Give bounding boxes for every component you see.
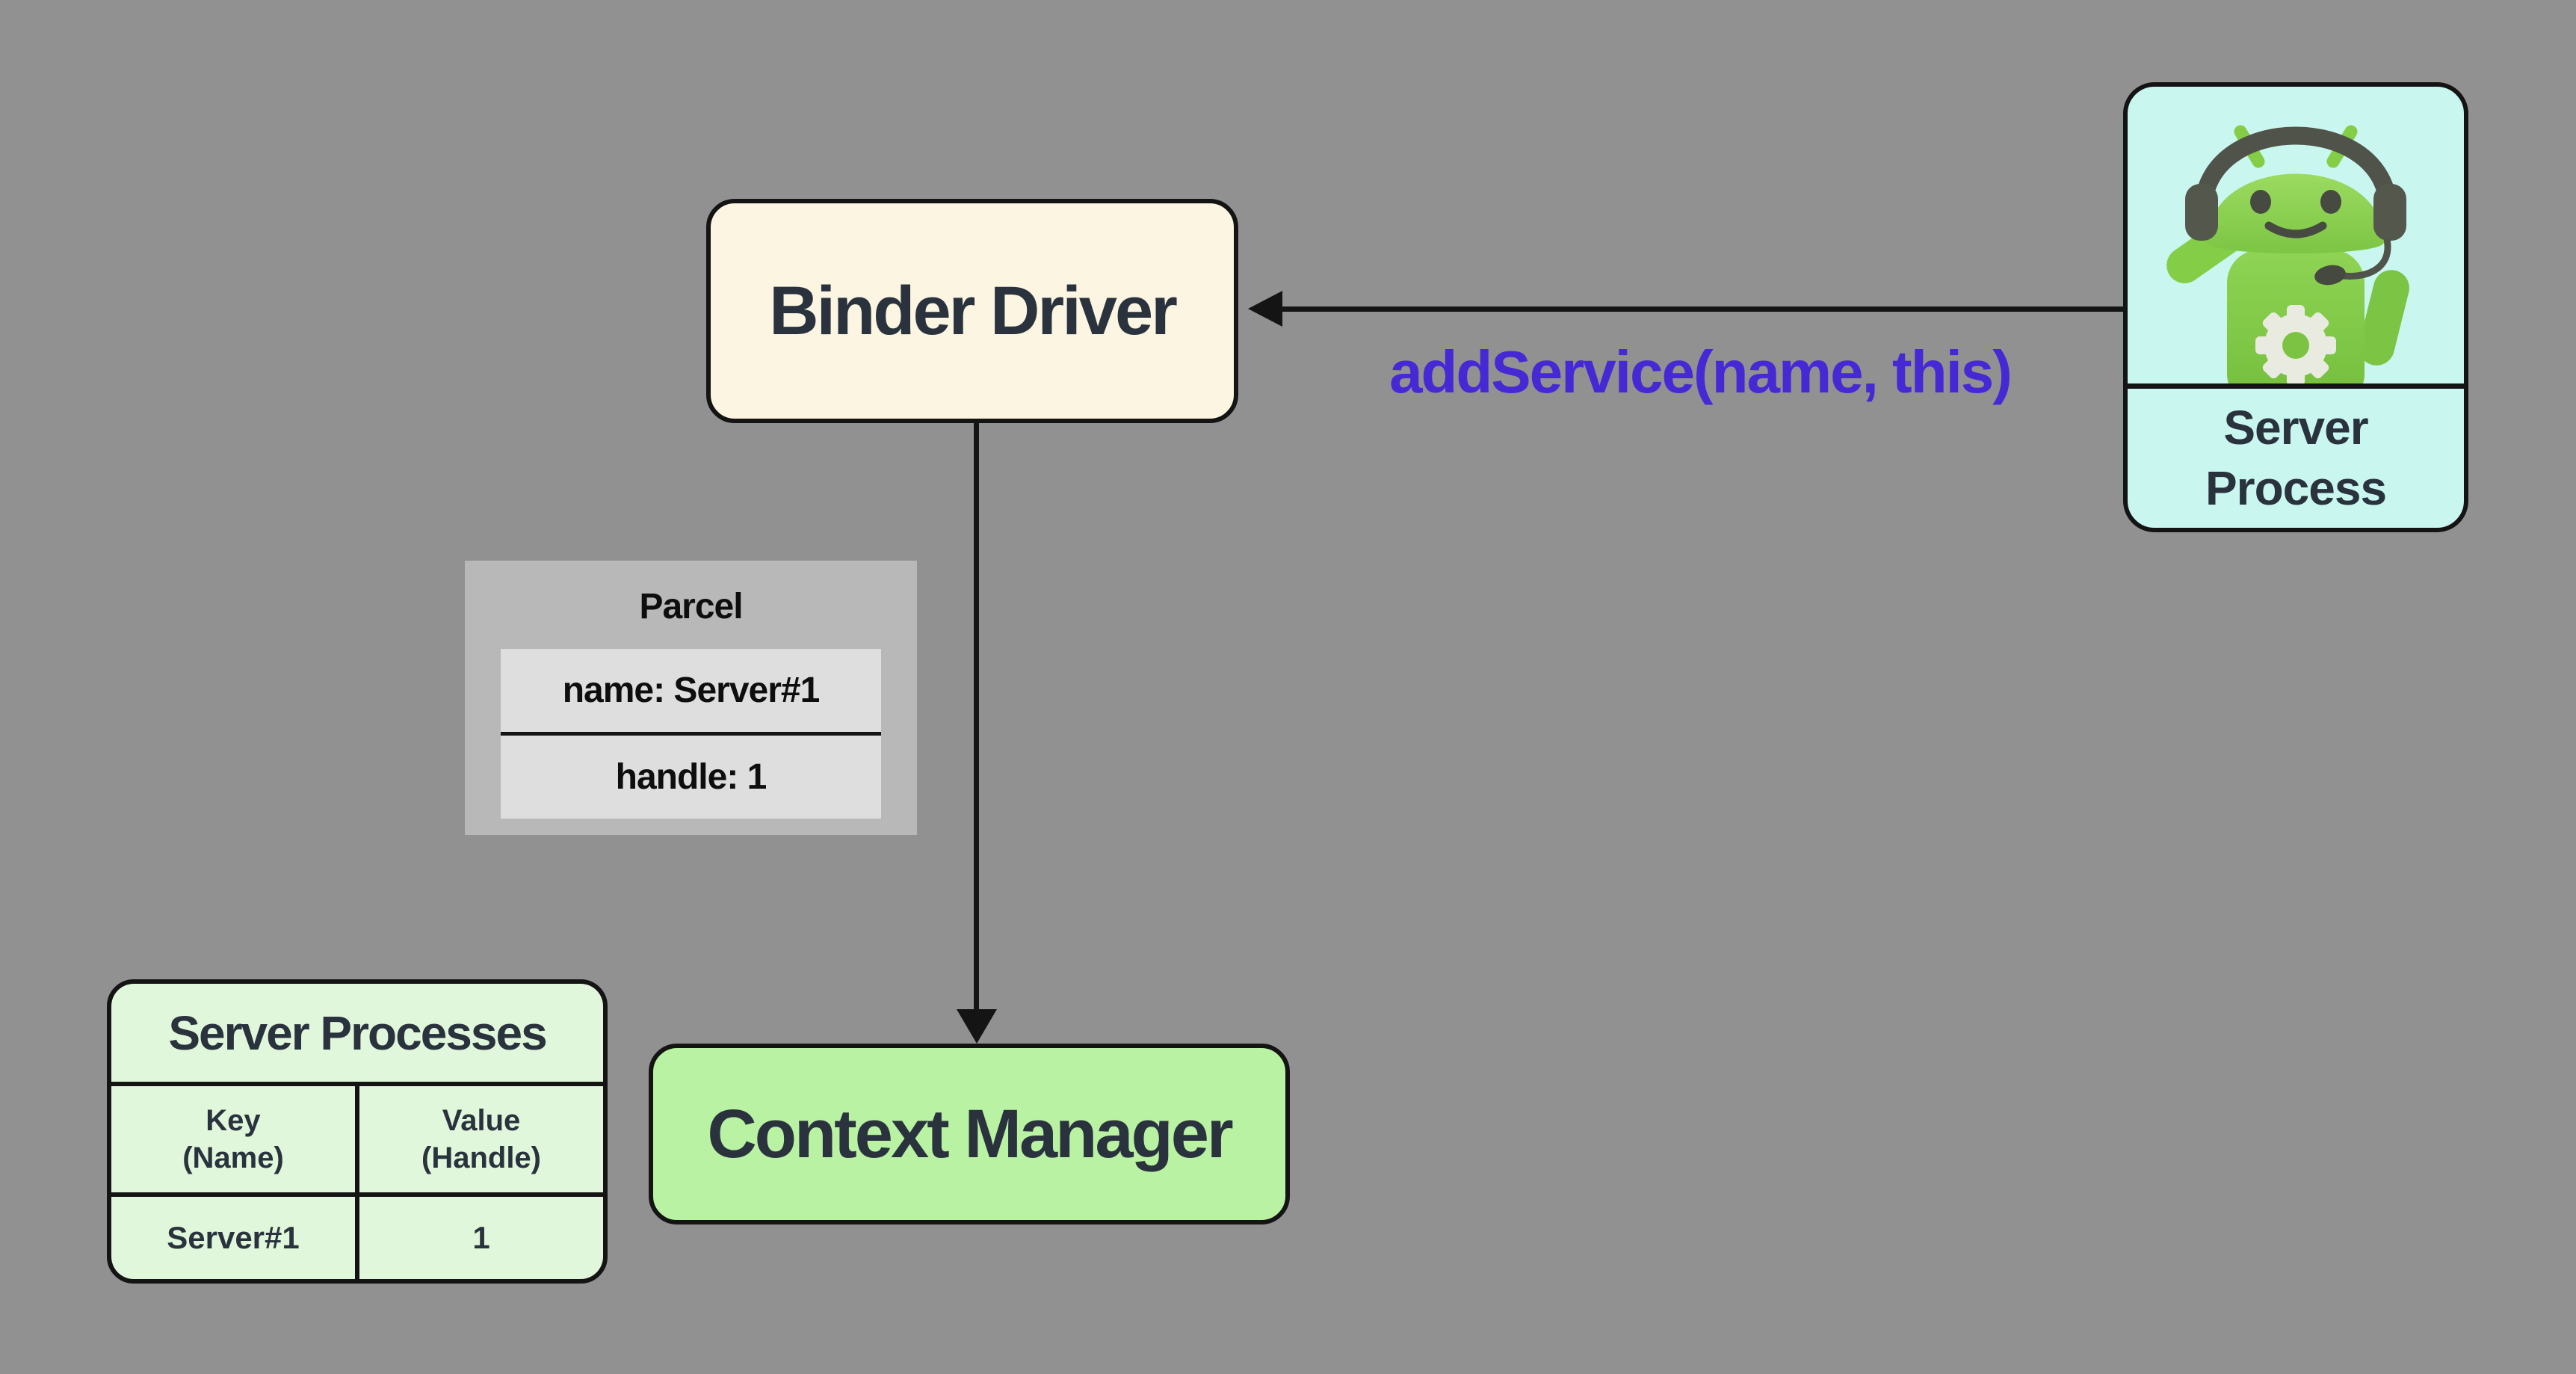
table-cell-key: Server#1: [111, 1197, 355, 1279]
binder-driver-label: Binder Driver: [769, 272, 1178, 349]
server-processes-table: Server Processes Key (Name) Value (Handl…: [107, 979, 608, 1284]
add-service-arrowhead-icon: [1248, 291, 1282, 327]
parcel-field-name: name: Server#1: [562, 671, 821, 710]
add-service-call-label: addService(name, this): [1389, 339, 2013, 405]
driver-to-context-arrow-line: [974, 423, 979, 1014]
add-service-arrow-line: [1278, 306, 2123, 312]
server-processes-table-title: Server Processes: [111, 984, 603, 1082]
parcel-title: Parcel: [639, 587, 743, 626]
parcel-panel: Parcel name: Server#1 handle: 1: [465, 561, 917, 835]
table-header-value-handle: Value (Handle): [359, 1086, 603, 1192]
server-process-label: Server Process: [2205, 401, 2387, 515]
parcel-field-handle: handle: 1: [501, 732, 881, 819]
server-process-divider: [2128, 383, 2464, 389]
server-process-node: Server Process: [2123, 82, 2468, 532]
parcel-fields-box: name: Server#1 handle: 1: [501, 649, 881, 819]
android-mascot-headset-icon: [2128, 87, 2464, 383]
table-cell-value: 1: [359, 1197, 603, 1279]
context-manager-label: Context Manager: [707, 1095, 1233, 1172]
table-header-key-name: Key (Name): [111, 1086, 355, 1192]
binder-driver-node: Binder Driver: [706, 199, 1238, 423]
driver-to-context-arrowhead-icon: [957, 1009, 997, 1044]
context-manager-node: Context Manager: [649, 1044, 1290, 1224]
